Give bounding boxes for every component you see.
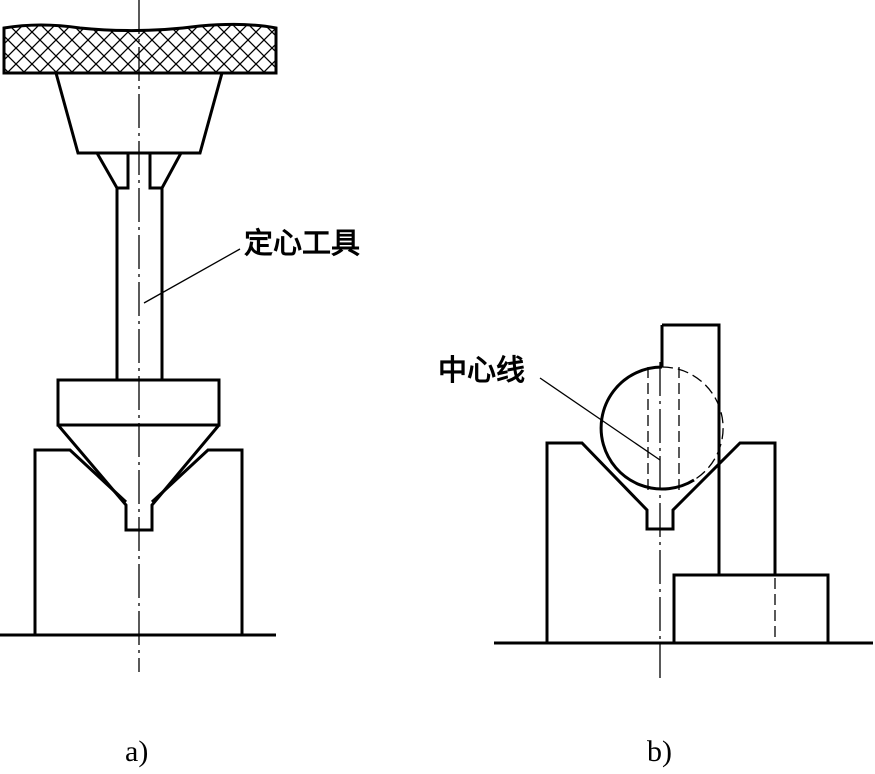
caption-b: b) (647, 735, 672, 768)
round-workpiece (599, 365, 695, 491)
press-ram-hatched-plate (2, 22, 278, 75)
leader-line-b (539, 377, 661, 461)
vertical-plate (660, 323, 721, 575)
centering-tool-label: 定心工具 (244, 226, 360, 260)
punch-neck-groove (117, 153, 162, 190)
round-workpiece-hidden (661, 366, 724, 481)
caption-a: a) (125, 735, 148, 768)
centerline-label: 中心线 (438, 353, 525, 387)
leader-line-a (143, 248, 241, 304)
lower-die-b (545, 441, 777, 643)
lower-die-a (33, 448, 244, 635)
figure-a: 定心工具 a) (0, 0, 360, 768)
figure-b: 中心线 b) (438, 323, 873, 768)
support-block (672, 573, 830, 645)
